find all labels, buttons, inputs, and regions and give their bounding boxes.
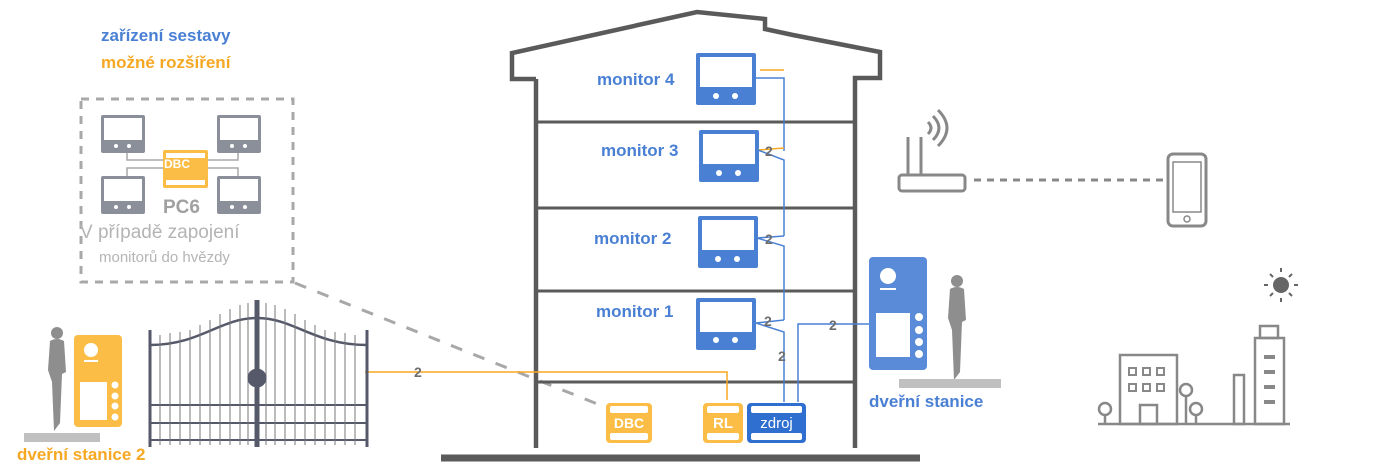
wire-count-monitor3: 2 bbox=[765, 143, 773, 159]
monitor-3-icon bbox=[699, 130, 759, 182]
dbc-label: DBC bbox=[613, 415, 645, 431]
door-station-2-icon bbox=[74, 335, 122, 427]
wiring-riser bbox=[365, 69, 870, 402]
relay-label: RL bbox=[713, 414, 733, 432]
inset-dbc-label: DBC bbox=[164, 157, 190, 171]
inset-note-line1: V případě zapojení bbox=[80, 222, 240, 243]
house-outline bbox=[441, 9, 920, 462]
relay-device: RL bbox=[703, 403, 743, 443]
person-silhouette-icon bbox=[48, 327, 66, 431]
monitor-1-label: monitor 1 bbox=[596, 302, 674, 321]
inset-dbc-hub bbox=[163, 150, 208, 188]
inset-monitor-icon bbox=[101, 115, 145, 153]
wire-count-riser: 2 bbox=[778, 348, 786, 364]
legend-system-devices: zařízení sestavy bbox=[101, 26, 231, 45]
power-supply-device: zdroj bbox=[747, 403, 806, 443]
power-supply-label: zdroj bbox=[760, 414, 793, 432]
legend-possible-extension: možné rozšíření bbox=[101, 53, 231, 72]
monitor-2-icon bbox=[698, 216, 758, 268]
inset-monitor-icon bbox=[217, 115, 261, 153]
door-station-label: dveřní stanice bbox=[869, 392, 984, 411]
router-icon bbox=[897, 108, 967, 193]
door-station-2-label: dveřní stanice 2 bbox=[17, 445, 146, 464]
door-station-base bbox=[899, 379, 1001, 388]
inset-monitor-icon bbox=[101, 176, 145, 214]
sun-icon bbox=[1264, 268, 1298, 302]
inset-hub-model: PC6 bbox=[163, 197, 200, 218]
inset-note-line2: monitorů do hvězdy bbox=[99, 249, 230, 266]
door-station-2-base bbox=[24, 433, 100, 442]
monitor-4-icon bbox=[696, 53, 756, 105]
gate-icon bbox=[148, 300, 369, 447]
person-silhouette-icon bbox=[948, 275, 966, 380]
inset-monitor-icon bbox=[217, 176, 261, 214]
door-station-main-icon bbox=[869, 257, 927, 370]
city-buildings-icon bbox=[1097, 324, 1290, 426]
wire-count-door-station: 2 bbox=[829, 317, 837, 333]
wire-count-monitor2: 2 bbox=[765, 231, 773, 247]
monitor-3-label: monitor 3 bbox=[601, 141, 679, 160]
wire-count-gate: 2 bbox=[414, 364, 422, 380]
monitor-1-icon bbox=[696, 298, 756, 350]
monitor-2-label: monitor 2 bbox=[594, 229, 672, 248]
star-wiring-inset bbox=[79, 97, 601, 407]
smartphone-icon bbox=[1166, 152, 1208, 228]
monitor-4-label: monitor 4 bbox=[597, 70, 675, 89]
wire-count-monitor1: 2 bbox=[764, 313, 772, 329]
dbc-device: DBC bbox=[606, 403, 652, 443]
